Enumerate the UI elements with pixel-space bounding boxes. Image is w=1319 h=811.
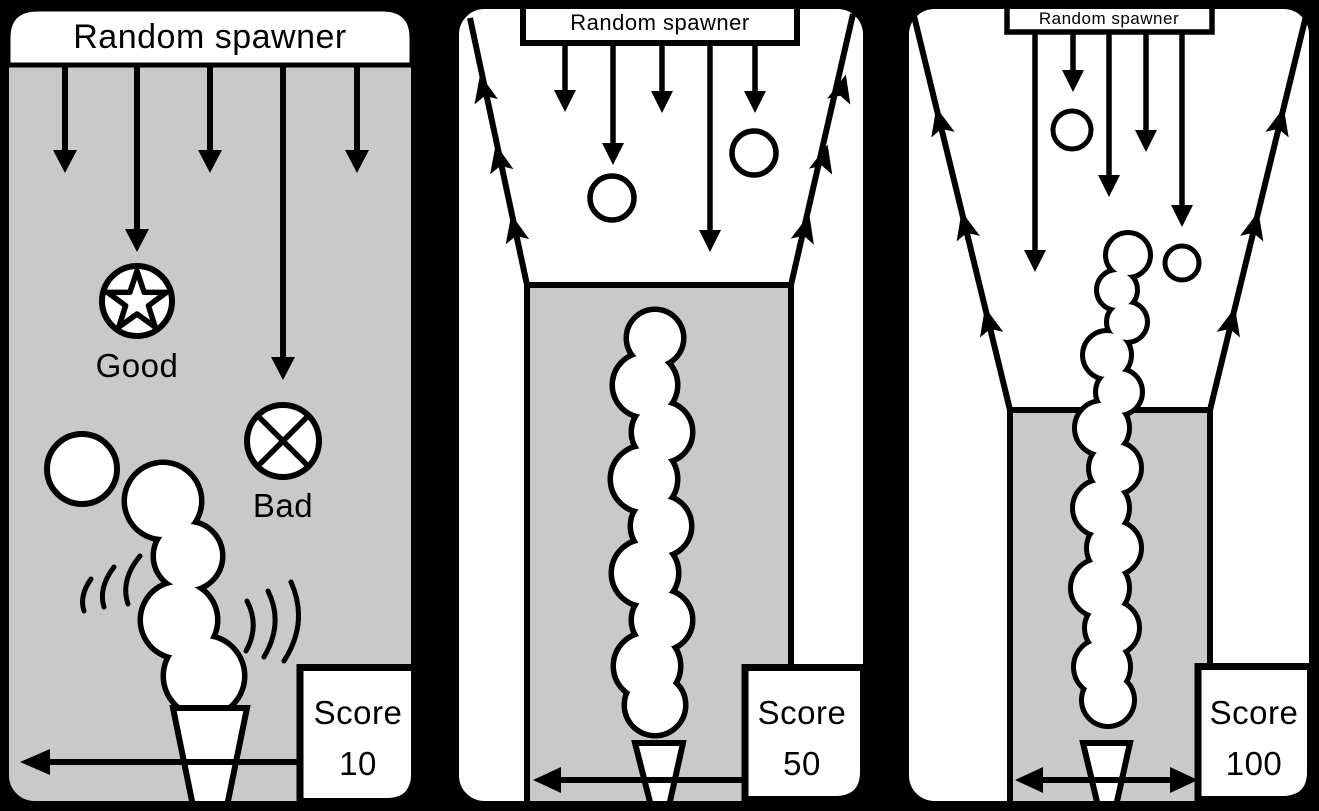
- down-arrow-icon: [744, 43, 766, 113]
- score-box: Score 50: [741, 664, 867, 803]
- falling-ball-icon: [729, 128, 779, 178]
- score-label: Score: [314, 694, 403, 731]
- down-arrow-icon: [271, 65, 295, 380]
- score-value: 100: [1226, 745, 1283, 782]
- bad-label: Bad: [253, 487, 313, 524]
- x-icon: [255, 413, 311, 469]
- down-arrow-icon: [554, 43, 576, 112]
- down-arrow-icon: [1024, 32, 1046, 272]
- spawn-arrows: [1024, 32, 1193, 272]
- down-arrow-icon: [125, 65, 149, 252]
- panel-stage-2: Random spawner: [450, 0, 872, 810]
- vibration-marks: [80, 553, 302, 664]
- down-arrow-icon: [1135, 32, 1157, 152]
- left-arrowhead-icon: [533, 767, 561, 793]
- spawner-header-label: Random spawner: [1039, 9, 1179, 28]
- bounce-walls: [467, 13, 856, 286]
- wobbly-stack-creature-fill: [613, 312, 690, 733]
- panel-border: [0, 0, 420, 810]
- down-arrow-icon: [1171, 32, 1193, 227]
- panel-border: [450, 0, 872, 810]
- panel-stage-1: Random spawner Good Bad: [0, 0, 420, 810]
- down-arrow-icon: [602, 43, 624, 165]
- wobbly-stack-creature-fill: [1073, 235, 1148, 724]
- left-arrowhead-icon: [20, 749, 50, 775]
- down-arrow-icon: [345, 65, 369, 173]
- right-arrowhead-icon: [1170, 767, 1198, 793]
- down-arrow-icon: [651, 43, 673, 113]
- spawner-header-label: Random spawner: [73, 18, 346, 56]
- falling-ball-icon: [1162, 243, 1202, 283]
- spawn-arrows: [53, 65, 369, 380]
- down-arrow-icon: [1062, 32, 1084, 92]
- down-arrow-icon: [699, 43, 721, 252]
- up-arrowheads: [474, 74, 851, 245]
- panel-stage-3: Random spawner: [900, 0, 1318, 810]
- left-arrowhead-icon: [1015, 767, 1043, 793]
- move-range-arrow: [1015, 767, 1198, 793]
- spawner-header-label: Random spawner: [570, 10, 749, 35]
- panel-border: [900, 0, 1318, 810]
- wobbly-stack-creature-fill: [127, 465, 242, 714]
- falling-ball-icon: [587, 173, 637, 223]
- bad-item-badge: [244, 402, 322, 480]
- down-arrow-icon: [198, 65, 222, 173]
- down-arrow-icon: [53, 65, 77, 173]
- move-range-arrow: [533, 767, 746, 793]
- good-label: Good: [96, 347, 179, 384]
- score-label: Score: [1210, 694, 1299, 731]
- score-value: 10: [339, 745, 377, 782]
- bounce-walls: [911, 15, 1309, 411]
- right-bounce-wall: [788, 13, 856, 286]
- up-arrowheads: [931, 107, 1289, 338]
- playfield-border: [524, 282, 794, 802]
- score-box: Score 10: [296, 664, 419, 805]
- move-range-arrow: [20, 749, 301, 775]
- spawn-arrows: [554, 43, 766, 252]
- good-item-badge: [99, 263, 175, 339]
- falling-ball-icon: [1050, 108, 1094, 152]
- score-label: Score: [758, 694, 847, 731]
- playfield-background: [4, 4, 416, 806]
- falling-ball-icon: [44, 431, 120, 507]
- star-icon: [104, 268, 170, 330]
- down-arrow-icon: [1098, 32, 1120, 197]
- score-value: 50: [783, 745, 821, 782]
- score-box: Score 100: [1194, 663, 1314, 803]
